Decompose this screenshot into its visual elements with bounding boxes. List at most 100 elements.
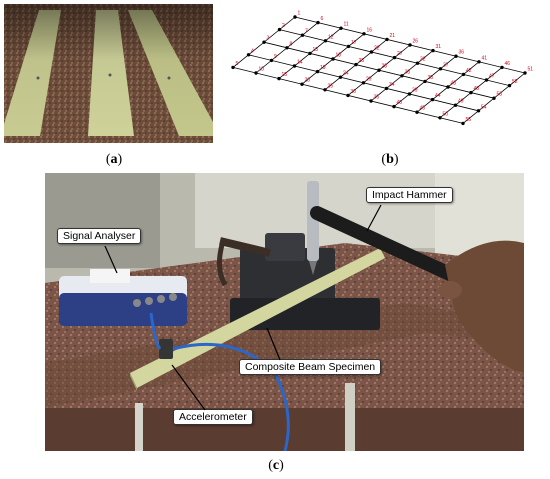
grid-node-label: 15 bbox=[282, 72, 288, 78]
grid-node bbox=[523, 71, 527, 75]
grid-node bbox=[292, 64, 297, 68]
callout-accelerometer: Accelerometer bbox=[173, 409, 253, 425]
grid-node-label: 44 bbox=[435, 93, 441, 99]
grid-node-label: 33 bbox=[405, 69, 411, 75]
grid-node-label: 32 bbox=[420, 57, 426, 63]
grid-node bbox=[484, 78, 489, 82]
grid-node-label: 9 bbox=[274, 54, 277, 60]
grid-node bbox=[384, 86, 389, 91]
grid-node bbox=[407, 92, 412, 96]
grid-node bbox=[500, 65, 504, 70]
grid-node-label: 36 bbox=[459, 50, 465, 56]
grid-node bbox=[507, 83, 512, 88]
callout-impact-hammer: Impact Hammer bbox=[366, 187, 453, 203]
grid-node bbox=[369, 99, 373, 103]
grid-node-label: 7 bbox=[305, 29, 308, 35]
grid-node bbox=[254, 71, 258, 75]
grid-node bbox=[423, 79, 427, 84]
grid-node bbox=[346, 44, 351, 49]
grid-node-label: 14 bbox=[297, 60, 303, 66]
grid-node bbox=[315, 69, 320, 74]
grid-node-label: 46 bbox=[505, 61, 511, 67]
caption-a: (a) bbox=[105, 152, 123, 167]
grid-node-label: 40 bbox=[397, 100, 403, 106]
grid-node-label: 51 bbox=[528, 67, 534, 73]
grid-node bbox=[461, 72, 466, 77]
callout-composite-beam: Composite Beam Specimen bbox=[239, 359, 382, 375]
grid-node bbox=[277, 27, 282, 32]
grid-node-label: 52 bbox=[512, 79, 518, 85]
grid-node-label: 28 bbox=[382, 64, 388, 70]
grid-node-label: 19 bbox=[320, 65, 326, 71]
grid-node-label: 17 bbox=[351, 40, 357, 46]
grid-node-label: 47 bbox=[489, 74, 495, 80]
grid-node-label: 49 bbox=[458, 99, 464, 105]
grid-node bbox=[285, 46, 289, 50]
grid-node bbox=[415, 61, 420, 65]
grid-node bbox=[323, 39, 328, 43]
grid-node-label: 8 bbox=[290, 41, 293, 47]
grid-node-label: 55 bbox=[466, 117, 472, 123]
grid-node-label: 24 bbox=[343, 71, 349, 77]
grid-node-label: 6 bbox=[321, 16, 324, 22]
grid-node-label: 1 bbox=[298, 11, 301, 17]
callout-signal-analyser: Signal Analyser bbox=[57, 228, 142, 244]
caption-c: (c) bbox=[268, 458, 284, 473]
grid-node-label: 5 bbox=[236, 61, 239, 67]
grid-node bbox=[415, 110, 419, 114]
grid-node bbox=[300, 82, 304, 86]
grid-node bbox=[377, 68, 381, 72]
grid-node-label: 48 bbox=[474, 86, 480, 92]
grid-node bbox=[231, 65, 235, 70]
grid-node-label: 27 bbox=[397, 51, 403, 57]
grid-node-label: 16 bbox=[367, 27, 373, 33]
grid-node-label: 18 bbox=[336, 53, 342, 59]
grid-node bbox=[339, 26, 343, 30]
grid-node bbox=[392, 104, 396, 109]
grid-node-label: 4 bbox=[251, 48, 254, 54]
grid-node-label: 10 bbox=[259, 67, 265, 73]
grid-node-label: 25 bbox=[328, 83, 334, 89]
grid-node bbox=[323, 88, 327, 92]
grid-node bbox=[338, 75, 343, 79]
grid-node bbox=[453, 103, 458, 107]
grid-node bbox=[408, 43, 412, 47]
grid-node-label: 13 bbox=[313, 47, 319, 53]
grid-node-label: 23 bbox=[359, 58, 365, 64]
grid-node-label: 11 bbox=[344, 22, 349, 28]
grid-node bbox=[477, 60, 481, 64]
grid-node bbox=[300, 33, 305, 37]
grid-node-label: 29 bbox=[366, 76, 372, 82]
grid-node-label: 42 bbox=[466, 68, 472, 74]
grid-node-label: 43 bbox=[451, 81, 457, 87]
grid-node-label: 45 bbox=[420, 106, 426, 112]
caption-b: (b) bbox=[381, 152, 399, 167]
grid-node-label: 26 bbox=[413, 39, 419, 45]
panel-c-photo: Impact Hammer Signal Analyser Composite … bbox=[45, 173, 524, 451]
grid-node bbox=[369, 50, 374, 54]
grid-node bbox=[354, 62, 358, 67]
panel-a-photo bbox=[4, 4, 213, 143]
grid-node bbox=[400, 74, 404, 78]
grid-node bbox=[461, 121, 465, 126]
grid-node bbox=[262, 40, 266, 44]
grid-node bbox=[361, 81, 366, 85]
setup-photo bbox=[45, 173, 524, 451]
grid-node bbox=[246, 53, 251, 57]
grid-node-label: 20 bbox=[305, 78, 311, 84]
grid-node-label: 31 bbox=[436, 44, 442, 50]
grid-node bbox=[346, 93, 350, 98]
grid-node bbox=[454, 54, 458, 58]
grid-node bbox=[385, 37, 389, 42]
grid-node-label: 54 bbox=[481, 104, 487, 110]
grid-node bbox=[438, 116, 442, 120]
grid-node-label: 50 bbox=[443, 111, 449, 117]
grid-node bbox=[430, 97, 435, 102]
beam-strips-photo bbox=[4, 4, 213, 143]
grid-node bbox=[316, 20, 320, 25]
grid-node-label: 21 bbox=[390, 33, 396, 39]
grid-node bbox=[331, 57, 335, 61]
grid-node-label: 22 bbox=[374, 46, 380, 52]
grid-node-label: 38 bbox=[428, 75, 434, 81]
